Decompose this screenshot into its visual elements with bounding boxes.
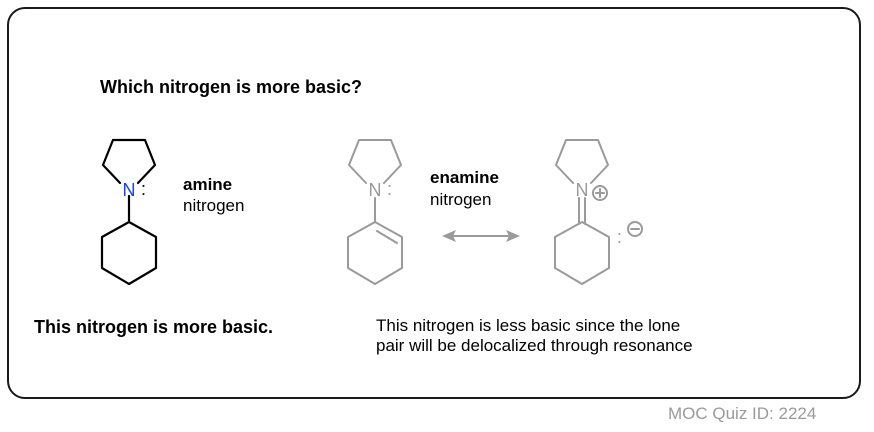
negative-charge-icon: [627, 221, 643, 237]
amine-nitrogen-atom: N: [123, 180, 136, 200]
amine-cyclohexane-ring: [100, 220, 158, 286]
carbanion-lone-pair: :: [617, 227, 622, 247]
enamine-pyrrolidine-ring: [348, 139, 402, 184]
iminium-cyclohexane-ring: [554, 221, 610, 285]
resonance-arrow: [442, 230, 520, 242]
amine-label-subtitle: nitrogen: [183, 196, 245, 215]
conclusion-text: This nitrogen is more basic.: [34, 317, 274, 337]
amine-label-title: amine: [183, 175, 233, 194]
enamine-molecule: [347, 139, 403, 285]
enamine-nitrogen-atom: N: [369, 180, 382, 200]
explanation-text: This nitrogen is less basic since the lo…: [376, 316, 693, 355]
iminium-nitrogen-atom: N: [576, 180, 589, 200]
enamine-cyclohexene-ring: [347, 221, 403, 285]
amine-lone-pair: :: [141, 179, 146, 199]
enamine-double-bond: [376, 230, 398, 244]
iminium-pyrrolidine-ring: [555, 139, 609, 184]
content-frame: [7, 7, 861, 399]
iminium-molecule: [554, 139, 643, 285]
positive-charge-icon: [592, 185, 608, 201]
enamine-lone-pair: :: [387, 179, 392, 199]
enamine-label-subtitle: nitrogen: [430, 190, 492, 209]
amine-pyrrolidine-ring: [101, 138, 157, 185]
amine-molecule: [100, 138, 158, 286]
quiz-id-footer: MOC Quiz ID: 2224: [668, 404, 817, 423]
enamine-label-title: enamine: [430, 168, 499, 187]
question-heading: Which nitrogen is more basic?: [100, 77, 363, 97]
